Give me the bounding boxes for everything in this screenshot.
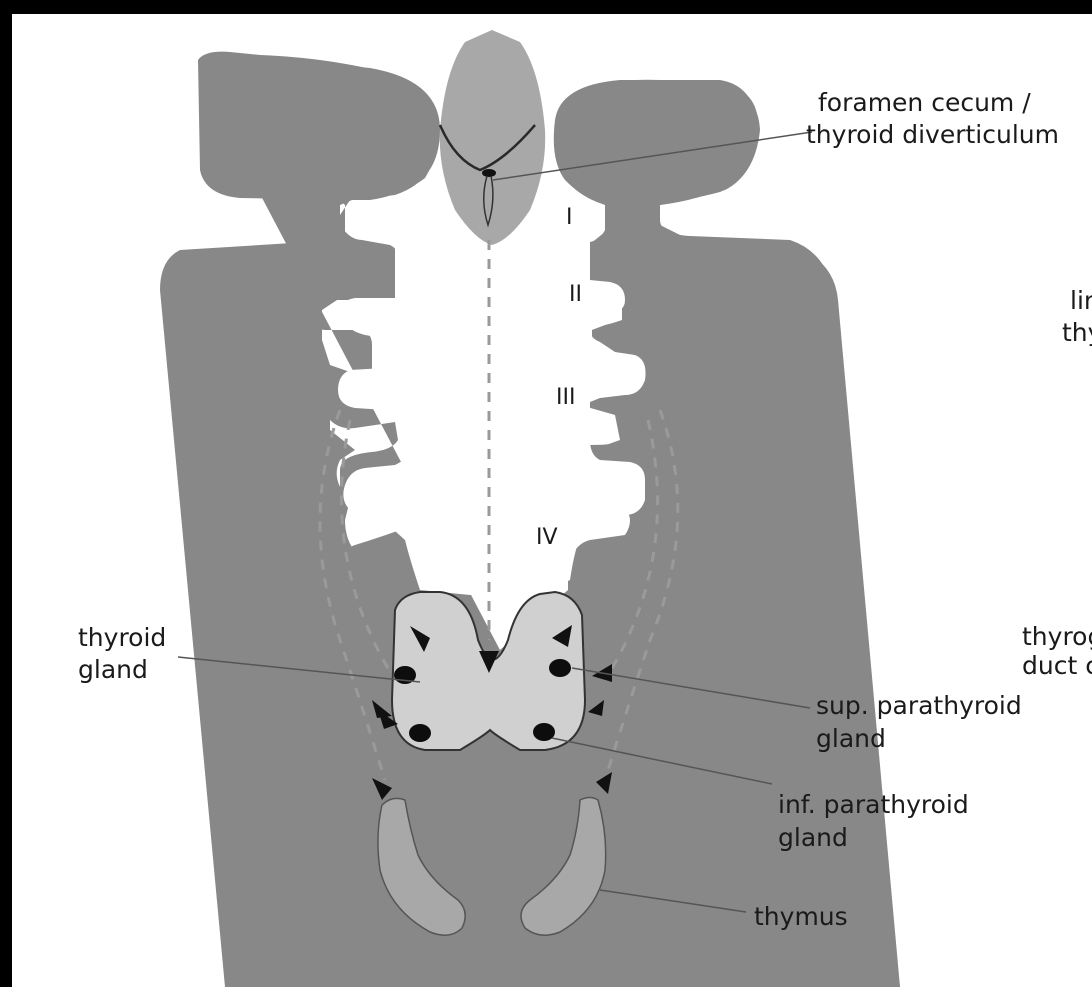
thyroid-gland-label-line1: thyroid	[78, 623, 166, 652]
arch-numeral-3: III	[556, 385, 575, 410]
right-inf-parathyroid-dot	[533, 723, 555, 741]
foramen-cecum-label-line1: foramen cecum /	[818, 88, 1031, 117]
right-head-lobe	[562, 82, 760, 205]
left-head-lobe	[198, 52, 437, 200]
thyroglossal-label-line1: thyroglossal	[1022, 622, 1092, 651]
thyroglossal-label-line2: duct cyst	[1022, 651, 1092, 680]
foramen-cecum-label-line2: thyroid diverticulum	[806, 120, 1059, 149]
lingual-thyroid-label-line2: thyroid	[1062, 318, 1092, 347]
thymus-label: thymus	[754, 902, 848, 931]
arch-numeral-2: II	[569, 282, 582, 307]
thyroid-gland-label-line2: gland	[78, 655, 148, 684]
lingual-thyroid-label-line1: lingual	[1070, 286, 1092, 315]
sup-parathyroid-label-line1: sup. parathyroid	[816, 691, 1022, 720]
arch-numeral-4: IV	[536, 525, 558, 550]
inf-parathyroid-label-line2: gland	[778, 823, 848, 852]
foramen-cecum-mark	[482, 169, 496, 177]
right-sup-parathyroid-dot	[549, 659, 571, 677]
diagram-panel: I II III IV foramen cecum / thyroid dive…	[12, 14, 1092, 987]
sup-parathyroid-label-line2: gland	[816, 724, 886, 753]
left-inf-parathyroid-dot	[409, 724, 431, 742]
arch-numeral-1: I	[566, 205, 573, 230]
pharyngeal-arch-diagram: I II III IV foramen cecum / thyroid dive…	[12, 14, 1092, 987]
inf-parathyroid-label-line1: inf. parathyroid	[778, 790, 969, 819]
